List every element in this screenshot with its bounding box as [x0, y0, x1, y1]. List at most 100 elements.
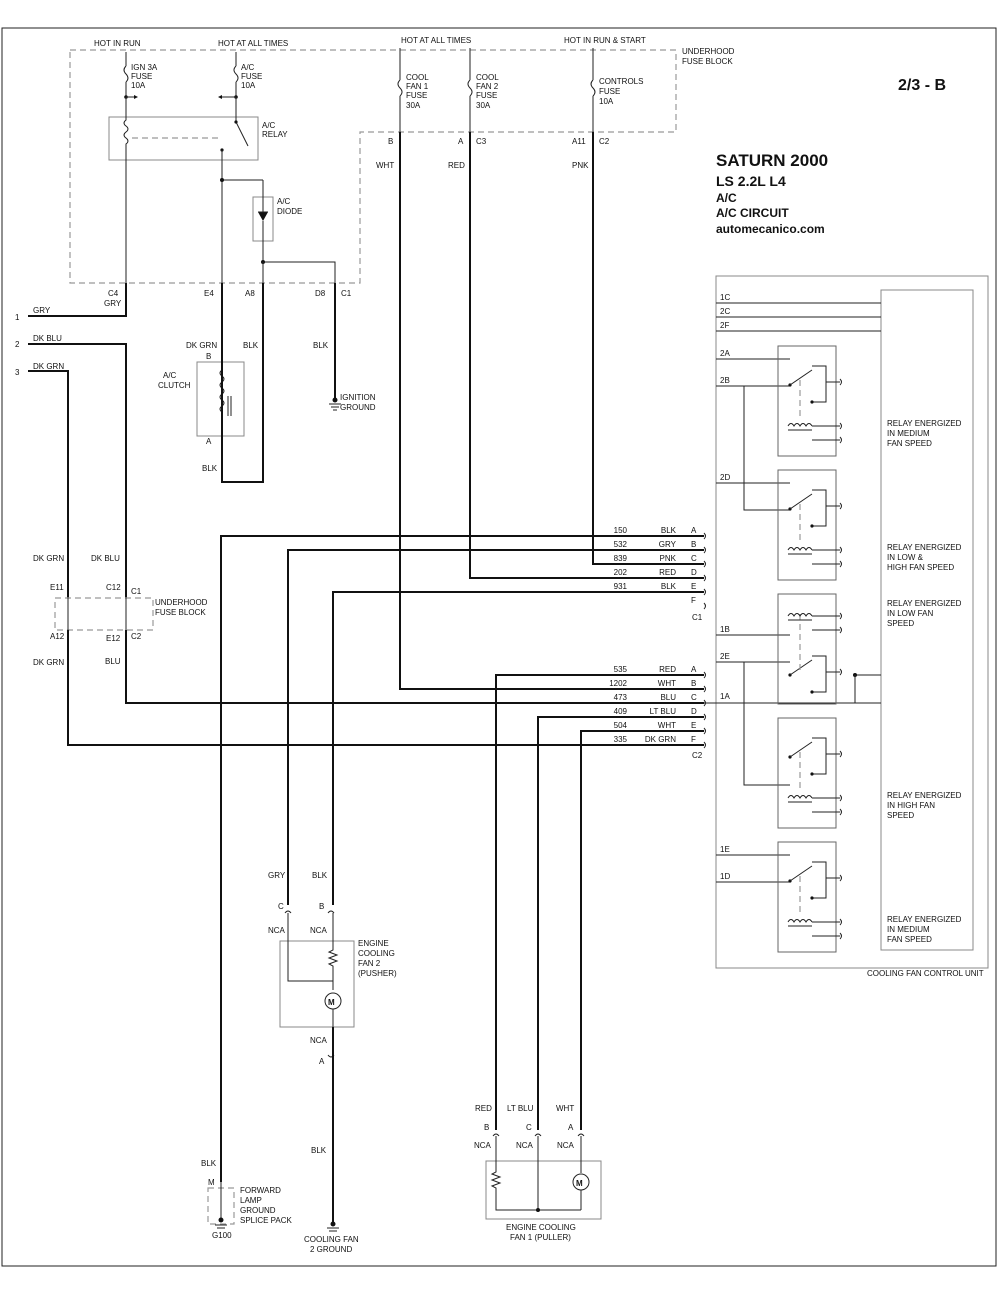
cfcu-pin-1c: 1C	[720, 293, 730, 302]
c2-circuit-b: 1202	[609, 679, 627, 688]
wire-label-dkgrn-3: DK GRN	[33, 658, 64, 667]
wire-label-blk-d8: BLK	[313, 341, 329, 350]
lower-fuse-block-l1: UNDERHOOD	[155, 598, 208, 607]
fuse-cool2-l4: 30A	[476, 101, 491, 110]
fuse-controls-l2: FUSE	[599, 87, 620, 96]
pin-a8: A8	[245, 289, 255, 298]
c1-circuit-c: 839	[614, 554, 628, 563]
c2-circuit-c: 473	[614, 693, 628, 702]
pin-b-clutch: B	[206, 352, 211, 361]
fuse-block-label-1: UNDERHOOD	[682, 47, 735, 56]
fuse-cool2-l1: COOL	[476, 73, 499, 82]
ac-diode-l1: A/C	[277, 197, 291, 206]
c1-terminal-e	[703, 588, 706, 596]
c2-terminal-a	[703, 671, 706, 679]
c2-circuit-e: 504	[614, 721, 628, 730]
forward-lamp-ground-splice-pack: BLK M FORWARD LAMP GROUND SPLICE PACK G1…	[201, 1159, 293, 1240]
fuse-block-label-2: FUSE BLOCK	[682, 57, 733, 66]
c2-pin-e: E	[691, 721, 696, 730]
c2-pin-c: C	[691, 693, 697, 702]
wire-label-blk-fwd: BLK	[201, 1159, 217, 1168]
ac-diode: A/C DIODE	[252, 180, 302, 262]
title-block: SATURN 2000 LS 2.2L L4 A/C A/C CIRCUIT a…	[716, 151, 828, 236]
relay-3-note-3: SPEED	[887, 619, 914, 628]
fuse-cool1-l4: 30A	[406, 101, 421, 110]
wire-label-blu: BLU	[105, 657, 121, 666]
pin-a11: A11	[572, 137, 586, 146]
relay-5-note-1: RELAY ENERGIZED	[887, 915, 962, 924]
relay-2-note-3: HIGH FAN SPEED	[887, 563, 954, 572]
cooling-fan-2-ground: COOLING FAN 2 GROUND	[304, 1221, 359, 1254]
c2-color-e: WHT	[658, 721, 676, 730]
wire-label-dkblu-2: DK BLU	[91, 554, 120, 563]
cfcu-pin-1b: 1B	[720, 625, 730, 634]
pin-nca-fan1-c: NCA	[516, 1141, 534, 1150]
c1-color-d: RED	[659, 568, 676, 577]
fan2-l2: COOLING	[358, 949, 395, 958]
fuse-ign3a-l1: IGN 3A	[131, 63, 158, 72]
fan2-l1: ENGINE	[358, 939, 389, 948]
cfcu-pin-1d: 1D	[720, 872, 730, 881]
page-code: 2/3 - B	[898, 77, 946, 94]
c1-pin-e: E	[691, 582, 696, 591]
header-hot-at-all-times-1: HOT AT ALL TIMES	[218, 39, 288, 48]
c2-pin-f: F	[691, 735, 696, 744]
pin-e12: E12	[106, 634, 121, 643]
underhood-fuse-block-outline	[69, 49, 677, 284]
relay-5-note-2: IN MEDIUM	[887, 925, 930, 934]
pin-a-top: A	[458, 137, 464, 146]
header-hot-in-run-start: HOT IN RUN & START	[564, 36, 646, 45]
fuse-cool-fan-2: COOL FAN 2 FUSE 30A	[467, 48, 499, 132]
c2-circuit-d: 409	[614, 707, 628, 716]
ac-relay: A/C RELAY	[108, 97, 288, 161]
fan1-motor-label: M	[576, 1179, 583, 1188]
pin-c1-lower: C1	[131, 587, 142, 596]
ac-clutch-l1: A/C	[163, 371, 177, 380]
ac-relay-l1: A/C	[262, 121, 276, 130]
c2-color-f: DK GRN	[645, 735, 676, 744]
c2-color-b: WHT	[658, 679, 676, 688]
header-hot-in-run: HOT IN RUN	[94, 39, 141, 48]
fan2-ground-l2: 2 GROUND	[310, 1245, 352, 1254]
wire-label-blk-clutch: BLK	[202, 464, 218, 473]
c2-color-c: BLU	[660, 693, 676, 702]
g100-label: G100	[212, 1231, 232, 1240]
ignition-ground: BLK IGNITION GROUND	[313, 341, 376, 412]
cfcu-pin-2a: 2A	[720, 349, 730, 358]
c1-pin-a: A	[691, 526, 697, 535]
wire-label-red-top: RED	[448, 161, 465, 170]
pin-e11: E11	[50, 583, 64, 592]
relay-5	[777, 841, 842, 953]
fuse-ac-l2: FUSE	[241, 72, 262, 81]
cfcu-pin-2d: 2D	[720, 473, 730, 482]
wire-label-blk-fan2: BLK	[312, 871, 328, 880]
fuse-ac: A/C FUSE 10A	[218, 52, 262, 99]
ignition-ground-l2: GROUND	[340, 403, 376, 412]
relay-4-note-2: IN HIGH FAN	[887, 801, 935, 810]
relay-3	[777, 593, 842, 705]
header-hot-at-all-times-2: HOT AT ALL TIMES	[401, 36, 471, 45]
engine-cooling-fan-2: GRY BLK C B NCA NCA M ENGINE COOLING FAN…	[268, 871, 397, 1155]
input-1: 1	[15, 313, 20, 322]
c1-terminal-d	[703, 574, 706, 582]
fuse-ac-l1: A/C	[241, 63, 255, 72]
c1-circuit-e: 931	[614, 582, 628, 591]
cfcu-pin-2b: 2B	[720, 376, 730, 385]
fan2-l4: (PUSHER)	[358, 969, 397, 978]
c1-circuit-b: 532	[614, 540, 628, 549]
ac-diode-l2: DIODE	[277, 207, 302, 216]
title-make-year: SATURN 2000	[716, 151, 828, 170]
wire-label-wht-top: WHT	[376, 161, 394, 170]
relay-3-note-2: IN LOW FAN	[887, 609, 933, 618]
fwd-lamp-l1: FORWARD	[240, 1186, 281, 1195]
pin-c1-top: C1	[341, 289, 352, 298]
relay-3-note-1: RELAY ENERGIZED	[887, 599, 962, 608]
cfcu-pin-2f: 2F	[720, 321, 729, 330]
relay-1-note-2: IN MEDIUM	[887, 429, 930, 438]
c1-color-c: PNK	[660, 554, 677, 563]
c1-circuit-d: 202	[614, 568, 628, 577]
pin-nca-fan2-a: NCA	[310, 1036, 328, 1045]
